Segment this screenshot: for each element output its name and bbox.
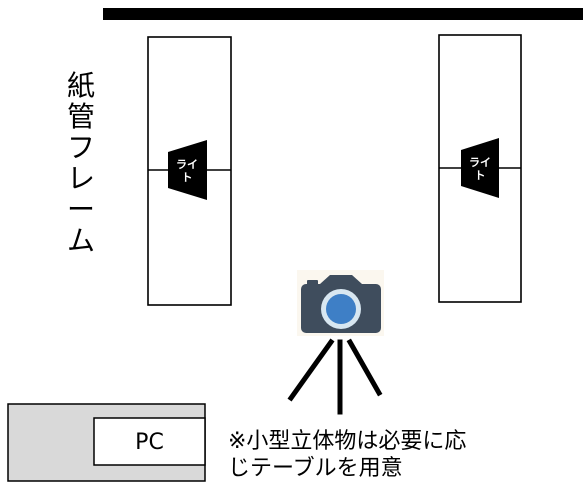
- frame-label-char-1: 紙: [67, 69, 95, 102]
- pc-box: [93, 417, 206, 466]
- left-light: ライ ト: [168, 140, 207, 200]
- frame-label: 紙 管 フ レ ー ム: [67, 69, 95, 257]
- setup-note: ※小型立体物は必要に応 じテーブルを用意: [228, 429, 466, 481]
- frame-label-char-2: 管: [67, 100, 95, 133]
- left-light-label-line2: ト: [182, 171, 193, 184]
- pc-label: PC: [135, 430, 164, 455]
- right-light-label-line2: ト: [475, 169, 486, 182]
- right-light-label-line1: ライ: [469, 156, 491, 169]
- setup-note-line1: ※小型立体物は必要に応: [228, 429, 466, 454]
- top-bar: [103, 8, 583, 20]
- tripod-left-leg: [287, 338, 335, 402]
- right-light: ライ ト: [461, 138, 499, 198]
- camera-icon-lens: [326, 294, 356, 324]
- frame-label-char-3: フ: [67, 131, 95, 164]
- tripod-right-leg: [346, 338, 383, 397]
- left-light-shape: [168, 140, 207, 200]
- setup-note-line2: じテーブルを用意: [228, 456, 403, 481]
- camera-icon-flash: [307, 280, 318, 285]
- frame-label-char-6: ム: [67, 224, 95, 257]
- frame-label-char-4: レ: [67, 162, 95, 195]
- camera-icon-top: [320, 275, 362, 284]
- table: PC: [7, 403, 206, 482]
- frame-label-char-5: ー: [67, 193, 95, 226]
- camera-icon: [297, 270, 384, 336]
- left-light-label-line1: ライ: [176, 158, 198, 171]
- right-light-shape: [461, 138, 499, 198]
- tripod-icon: [287, 338, 383, 415]
